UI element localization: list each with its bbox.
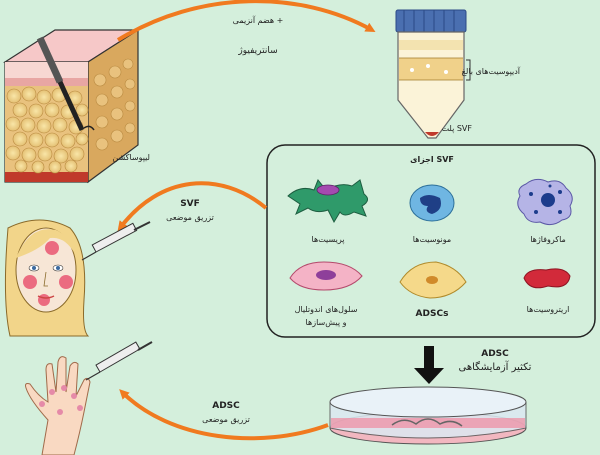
hand-icon: [25, 356, 91, 455]
syringe-icon-hand: [85, 341, 153, 381]
adscs-label: ADSCs: [416, 309, 449, 319]
arrow-tissue-to-tube: [116, 0, 376, 42]
endothelial-label-line1: سلول‌های اندوتلیال: [295, 305, 358, 314]
adsc-injection-title: ADSC: [212, 401, 240, 411]
cannula-icon: [36, 36, 95, 132]
tissue-block: [2, 28, 141, 184]
pericytes-label: پریسیت‌ها: [312, 235, 345, 244]
adsc-expansion-title: ADSC: [481, 349, 509, 359]
monocytes-label: مونوسیت‌ها: [413, 235, 451, 244]
adsc-cell-icon: [399, 261, 467, 299]
liposuction-label: لیپوساکشن: [112, 153, 150, 162]
macrophage-icon: [517, 178, 573, 226]
centrifuge-label: سانتریفیوژ: [237, 46, 277, 56]
pericyte-icon: [287, 179, 368, 224]
erythrocytes-label: اریتروسیت‌ها: [527, 305, 570, 314]
mature-adipocytes-label: آدیپوسیت‌های بالغ: [462, 66, 521, 76]
enzyme-label: هضم آنزیمی +: [233, 15, 284, 25]
svf-injection-label: تزریق موضعی: [166, 213, 214, 222]
endothelial-label-line2: و پیش‌سازها: [306, 318, 347, 327]
arrow-svf-to-face: [117, 181, 268, 232]
monocyte-icon: [409, 184, 455, 222]
centrifuge-tube: [395, 9, 471, 139]
svf-components-title: اجزای SVF: [410, 155, 454, 164]
petri-dish-icon: [329, 386, 527, 445]
macrophages-label: ماکروفاژها: [530, 235, 566, 244]
lab-expansion-label: تکثیر آزمایشگاهی: [459, 360, 532, 373]
svf-injection-title: SVF: [180, 199, 200, 209]
arrow-dish-to-hand: [119, 389, 329, 441]
endothelial-cell-icon: [289, 261, 363, 291]
down-arrow: [414, 346, 444, 384]
erythrocyte-icon: [523, 268, 571, 289]
syringe-icon-face: [81, 221, 151, 261]
adsc-injection-label: تزریق موضعی: [202, 415, 250, 424]
face-icon: [4, 219, 90, 337]
svf-pellet-label: پلت SVF: [442, 124, 473, 133]
